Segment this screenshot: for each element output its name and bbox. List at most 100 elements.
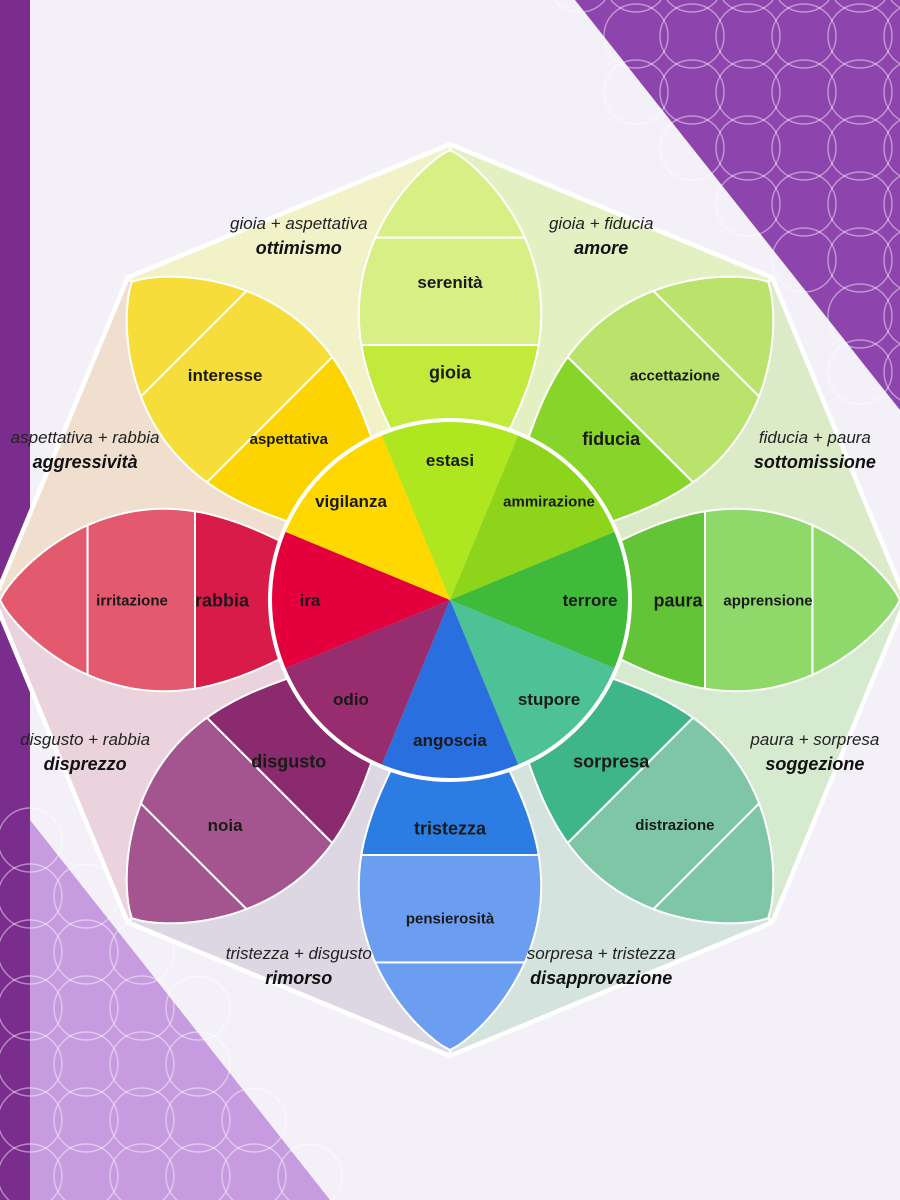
petal-tip <box>651 275 775 399</box>
label-rabbia-outer: irritazione <box>96 592 168 609</box>
inner-wedge <box>450 531 630 669</box>
dyad-name: rimorso <box>265 968 332 988</box>
petal-tip <box>651 801 775 925</box>
label-aspettativa-outer: interesse <box>188 366 263 385</box>
pattern-circle <box>883 119 900 177</box>
inner-wedge <box>450 600 617 767</box>
pattern-circle <box>109 1143 175 1200</box>
pattern-circle <box>53 1143 119 1200</box>
petal-tip <box>0 523 89 677</box>
pattern-circle <box>827 59 893 125</box>
petal-outer-band <box>566 289 761 484</box>
emotion-labels: estasigioiaserenitàammirazionefiduciaacc… <box>96 273 812 927</box>
pattern-circle <box>827 227 893 293</box>
pattern-circle <box>0 1143 63 1200</box>
petal-middle-band <box>205 677 373 845</box>
petal-middle-band <box>205 355 373 523</box>
pattern-circle <box>771 171 837 237</box>
label-disgusto-inner: odio <box>333 690 369 709</box>
pattern-circle <box>715 3 781 69</box>
label-aspettativa-middle: aspettativa <box>250 431 329 448</box>
inner-wedge <box>381 420 519 600</box>
label-paura-middle: paura <box>653 590 703 610</box>
dyad-combo: gioia + fiducia <box>549 214 653 233</box>
petal-middle-band <box>360 769 540 856</box>
label-paura-inner: terrore <box>563 591 618 610</box>
dyad-combo: disgusto + rabbia <box>20 730 150 749</box>
pattern-circle <box>715 171 781 237</box>
pattern-circle <box>659 59 725 125</box>
pattern-circle <box>53 1031 119 1097</box>
pattern-circle <box>221 1087 287 1153</box>
dyad-combo: fiducia + paura <box>759 428 871 447</box>
dyad-label-rimorso: tristezza + disgusto rimorso <box>226 944 372 988</box>
dyad-label-amore: gioia + fiducia amore <box>549 214 653 258</box>
pattern-circle <box>0 975 63 1041</box>
pattern-circle <box>827 171 893 237</box>
pattern-circle <box>53 919 119 985</box>
petal-tip <box>373 961 527 1052</box>
pattern-circle <box>277 1143 343 1200</box>
pattern-circle <box>109 975 175 1041</box>
pattern-circle <box>778 0 830 13</box>
pattern-circle <box>771 59 837 125</box>
dyad-name: disprezzo <box>44 754 127 774</box>
pattern-circle <box>771 227 837 293</box>
pattern-circle <box>659 3 725 69</box>
pattern-circle <box>53 1087 119 1153</box>
pattern-circle <box>883 7 900 65</box>
label-gioia-middle: gioia <box>429 362 472 382</box>
petal-sorpresa <box>450 600 775 925</box>
label-tristezza-inner: angoscia <box>413 731 487 750</box>
pattern-circle <box>109 1087 175 1153</box>
pattern-circle <box>0 863 63 929</box>
inner-wedge <box>450 433 617 600</box>
inner-wedge <box>381 600 519 780</box>
petal-gioia <box>357 148 543 600</box>
pattern-circle <box>0 807 63 873</box>
pattern-circle <box>0 1087 63 1153</box>
petal-tip <box>811 523 900 677</box>
pattern-circle <box>883 63 900 121</box>
purple-corner-bottom-left <box>30 820 330 1200</box>
pattern-circle <box>666 0 718 13</box>
petal-fiducia <box>450 275 775 600</box>
petal-outer-band <box>357 854 543 964</box>
label-tristezza-middle: tristezza <box>414 818 487 838</box>
pattern-circle <box>0 1031 63 1097</box>
inner-wedge <box>283 433 450 600</box>
dyad-name: soggezione <box>765 754 864 774</box>
label-sorpresa-outer: distrazione <box>635 817 714 834</box>
petal-outer-band <box>139 289 334 484</box>
pattern-circle <box>715 115 781 181</box>
label-sorpresa-middle: sorpresa <box>573 752 650 772</box>
pattern-circle <box>827 283 893 349</box>
petal-rabbia <box>0 507 450 693</box>
petal-middle-band <box>527 355 695 523</box>
dyad-combo: tristezza + disgusto <box>226 944 372 963</box>
pattern-circle <box>883 343 900 401</box>
emotion-petals <box>0 148 900 1052</box>
petal-aspettativa <box>125 275 450 600</box>
dyad-name: amore <box>574 238 628 258</box>
dyad-combo: aspettativa + rabbia <box>11 428 160 447</box>
label-rabbia-inner: ira <box>300 591 321 610</box>
petal-tristezza <box>357 600 543 1052</box>
dyad-name: ottimismo <box>256 238 342 258</box>
petal-middle-band <box>194 510 281 690</box>
dyad-name: aggressività <box>33 452 138 472</box>
petal-middle-band <box>527 677 695 845</box>
petal-outer-band <box>86 507 196 693</box>
petal-outer-band <box>566 716 761 911</box>
label-aspettativa-inner: vigilanza <box>315 492 387 511</box>
petal-outer-band <box>704 507 814 693</box>
pattern-circle <box>883 231 900 289</box>
pattern-circle <box>827 3 893 69</box>
label-tristezza-outer: pensierosità <box>406 910 495 927</box>
